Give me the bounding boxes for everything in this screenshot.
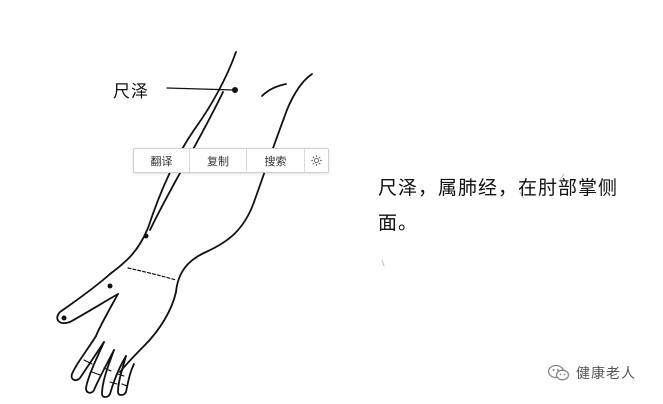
- acupoint-chize: [232, 87, 238, 93]
- finger-creases: [83, 359, 128, 387]
- thumb: [56, 273, 119, 324]
- search-button[interactable]: 搜索: [247, 149, 305, 172]
- palm-edge: [119, 291, 177, 373]
- leader-line: [166, 87, 235, 91]
- gear-icon: [311, 155, 322, 166]
- settings-button[interactable]: [305, 149, 328, 172]
- wrist-crease: [127, 267, 177, 281]
- copy-button[interactable]: 复制: [190, 149, 247, 172]
- palm-inner: [95, 293, 119, 337]
- watermark-text: 健康老人: [576, 366, 636, 382]
- acupoint-wrist: [107, 283, 113, 289]
- wechat-icon: [547, 364, 570, 381]
- account-watermark: 健康老人: [547, 363, 636, 383]
- finger-1: [70, 335, 105, 381]
- finger-4: [117, 355, 135, 396]
- arm-outline-outer: [175, 73, 313, 293]
- sketch-mark-2: [519, 191, 524, 199]
- acupoint-forearm: [143, 233, 149, 239]
- translate-button[interactable]: 翻译: [134, 149, 190, 172]
- acupoint-thumb: [61, 315, 67, 321]
- sketch-mark-1: [559, 173, 565, 181]
- acupoint-label: 尺泽: [113, 82, 149, 102]
- sketch-mark-3: [381, 259, 385, 267]
- acupoint-description: 尺泽，属肺经，在肘部掌侧面。: [378, 177, 619, 234]
- elbow-crease: [261, 83, 287, 97]
- text-selection-toolbar: 翻译 复制 搜索: [133, 148, 329, 173]
- finger-3: [101, 349, 127, 398]
- finger-2: [85, 341, 115, 394]
